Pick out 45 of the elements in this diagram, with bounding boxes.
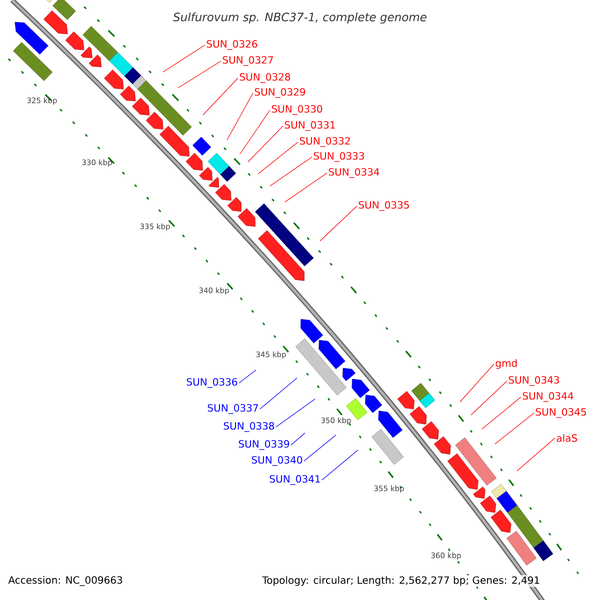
leader-line bbox=[460, 364, 494, 402]
gene-label: SUN_0332 bbox=[300, 137, 350, 147]
leader-line bbox=[238, 370, 256, 384]
leader-line bbox=[248, 126, 284, 162]
gene-label: SUN_0341 bbox=[270, 475, 320, 485]
leader-line bbox=[494, 412, 534, 444]
gene-label: SUN_0336 bbox=[186, 378, 238, 388]
gene-label: SUN_0328 bbox=[240, 73, 290, 83]
gene-label: SUN_0331 bbox=[284, 121, 335, 131]
leader-line bbox=[178, 60, 222, 88]
leader-line bbox=[202, 78, 238, 116]
leader-line bbox=[284, 172, 328, 202]
gene-label: SUN_0329 bbox=[254, 88, 306, 98]
gene-label: SUN_0338 bbox=[224, 422, 274, 432]
leader-line bbox=[258, 142, 298, 174]
gene-label: SUN_0344 bbox=[522, 392, 574, 402]
title: Sulfurovum sp. NBC37-1, complete genome bbox=[173, 12, 426, 24]
leader-line bbox=[276, 398, 316, 428]
leader-line bbox=[240, 110, 270, 154]
leader-line bbox=[470, 380, 508, 416]
leader-line bbox=[270, 156, 312, 186]
leader-line bbox=[226, 92, 254, 140]
gene-label: alaS bbox=[556, 434, 578, 442]
leader-line bbox=[162, 44, 206, 72]
gene-label: SUN_0339 bbox=[238, 440, 290, 450]
genome-info-text: Topology: circular; Length: 2,562,277 bp; Genes: 2,491 bbox=[261, 575, 542, 587]
accession-text: Accession: NC_009663 bbox=[8, 576, 122, 586]
leader-line bbox=[320, 206, 358, 242]
leader-line bbox=[516, 438, 556, 472]
leader-line bbox=[290, 432, 306, 446]
gene-label: SUN_0333 bbox=[314, 152, 364, 162]
gene-label: SUN_0345 bbox=[536, 408, 586, 418]
gene-label: SUN_0335 bbox=[358, 201, 409, 211]
gene-label: SUN_0326 bbox=[206, 40, 258, 50]
leader-line bbox=[482, 396, 522, 430]
gene-label: SUN_0327 bbox=[222, 56, 273, 66]
gene-label: SUN_0343 bbox=[508, 376, 559, 386]
gene-label: SUN_0337 bbox=[208, 404, 258, 414]
gene-label: SUN_0334 bbox=[328, 168, 380, 178]
gene-label: SUN_0330 bbox=[272, 105, 322, 115]
leader-line bbox=[322, 450, 358, 480]
leader-line bbox=[260, 378, 298, 410]
leader-line bbox=[304, 434, 336, 462]
gene-label: SUN_0340 bbox=[252, 456, 302, 466]
gene-label: gmd bbox=[496, 359, 517, 369]
